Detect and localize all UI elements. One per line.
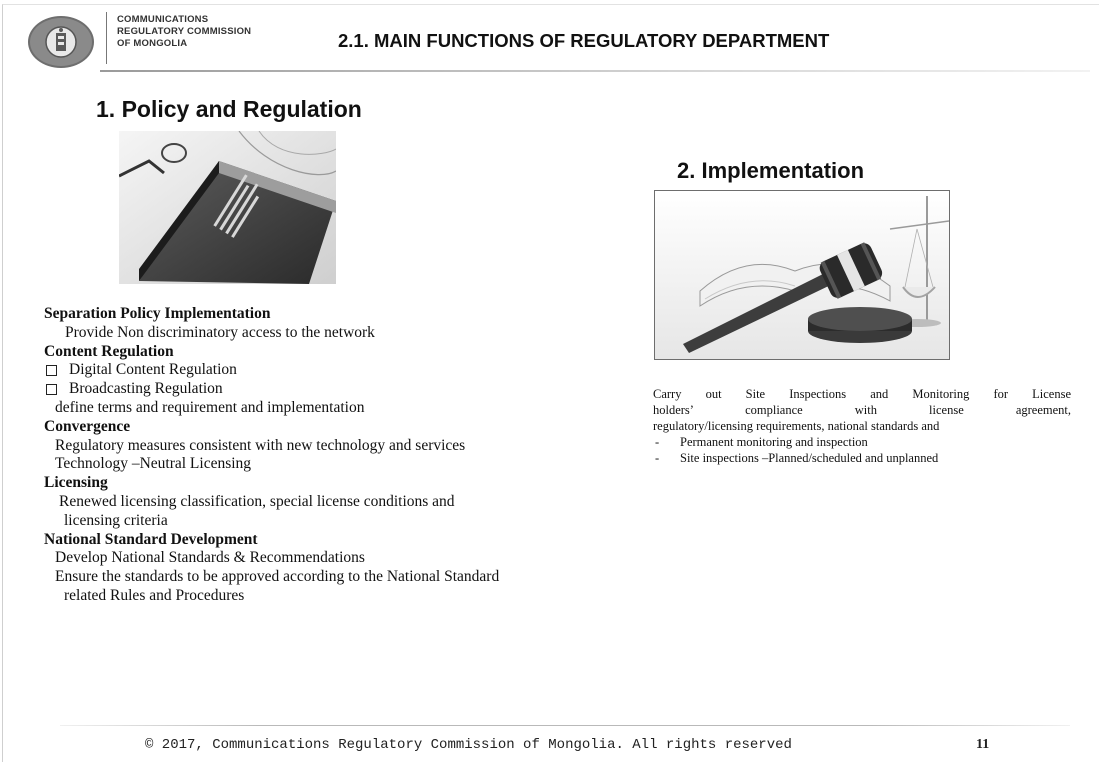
policy-regulation-heading: 1. Policy and Regulation bbox=[96, 96, 362, 122]
implementation-heading: 2. Implementation bbox=[677, 158, 865, 183]
copyright-notice: © 2017, Communications Regulatory Commis… bbox=[145, 737, 792, 753]
crc-emblem-icon bbox=[28, 16, 94, 68]
checkbox-bullet-icon bbox=[46, 365, 57, 377]
licensing-text: Renewed licensing classification, specia… bbox=[59, 492, 455, 510]
list-item: - Permanent monitoring and inspection bbox=[653, 434, 1071, 450]
policy-regulation-content: Separation Policy Implementation Provide… bbox=[44, 305, 644, 606]
footer-divider bbox=[60, 725, 1070, 726]
licensing-heading: Licensing bbox=[44, 474, 108, 492]
national-standard-text: Develop National Standards & Recommendat… bbox=[55, 549, 365, 567]
org-name-line-3: OF MONGOLIA bbox=[117, 38, 188, 49]
list-item: - Site inspections –Planned/scheduled an… bbox=[653, 450, 1071, 466]
slide-title: 2.1. MAIN FUNCTIONS OF REGULATORY DEPART… bbox=[338, 30, 830, 51]
list-item: Broadcasting Regulation bbox=[44, 380, 644, 399]
bullet-text: Permanent monitoring and inspection bbox=[680, 435, 868, 449]
checkbox-bullet-icon bbox=[46, 384, 57, 396]
content-regulation-text: define terms and requirement and impleme… bbox=[55, 398, 365, 416]
gavel-image bbox=[654, 190, 950, 360]
gavel-and-scales-icon bbox=[655, 191, 949, 359]
organization-name: COMMUNICATIONS REGULATORY COMMISSION OF … bbox=[117, 14, 307, 50]
content-regulation-heading: Content Regulation bbox=[44, 342, 174, 360]
page-number: 11 bbox=[976, 737, 990, 752]
convergence-text: Technology –Neutral Licensing bbox=[55, 455, 252, 473]
slide-frame bbox=[2, 4, 1099, 762]
licensing-text: licensing criteria bbox=[64, 511, 168, 529]
paragraph-line: Carry out Site Inspections and Monitorin… bbox=[653, 387, 1071, 401]
paragraph-line: holders’ compliance with license agreeme… bbox=[653, 403, 1071, 417]
logo-divider bbox=[106, 12, 107, 64]
header-divider bbox=[100, 70, 1090, 72]
dash-bullet: - bbox=[655, 451, 660, 465]
law-book-image bbox=[119, 131, 336, 284]
broadcasting-regulation: Broadcasting Regulation bbox=[69, 380, 223, 398]
separation-policy-text: Provide Non discriminatory access to the… bbox=[65, 323, 375, 341]
national-standard-text: Ensure the standards to be approved acco… bbox=[55, 568, 500, 586]
convergence-heading: Convergence bbox=[44, 417, 131, 435]
national-standard-text: related Rules and Procedures bbox=[64, 586, 245, 604]
paragraph-line: regulatory/licensing requirements, natio… bbox=[653, 419, 940, 433]
org-name-line-1: COMMUNICATIONS bbox=[117, 14, 209, 25]
org-name-line-2: REGULATORY COMMISSION bbox=[117, 26, 252, 37]
bullet-text: Site inspections –Planned/scheduled and … bbox=[680, 451, 939, 465]
list-item: Digital Content Regulation bbox=[44, 361, 644, 380]
separation-policy-heading: Separation Policy Implementation bbox=[44, 305, 271, 322]
digital-content-regulation: Digital Content Regulation bbox=[69, 361, 237, 379]
dash-bullet: - bbox=[655, 435, 660, 449]
convergence-text: Regulatory measures consistent with new … bbox=[55, 436, 466, 454]
inspection-paragraph: Carry out Site Inspections and Monitorin… bbox=[653, 386, 1071, 434]
law-book-icon bbox=[119, 131, 336, 284]
national-standard-heading: National Standard Development bbox=[44, 530, 258, 548]
implementation-content: Carry out Site Inspections and Monitorin… bbox=[653, 386, 1071, 466]
